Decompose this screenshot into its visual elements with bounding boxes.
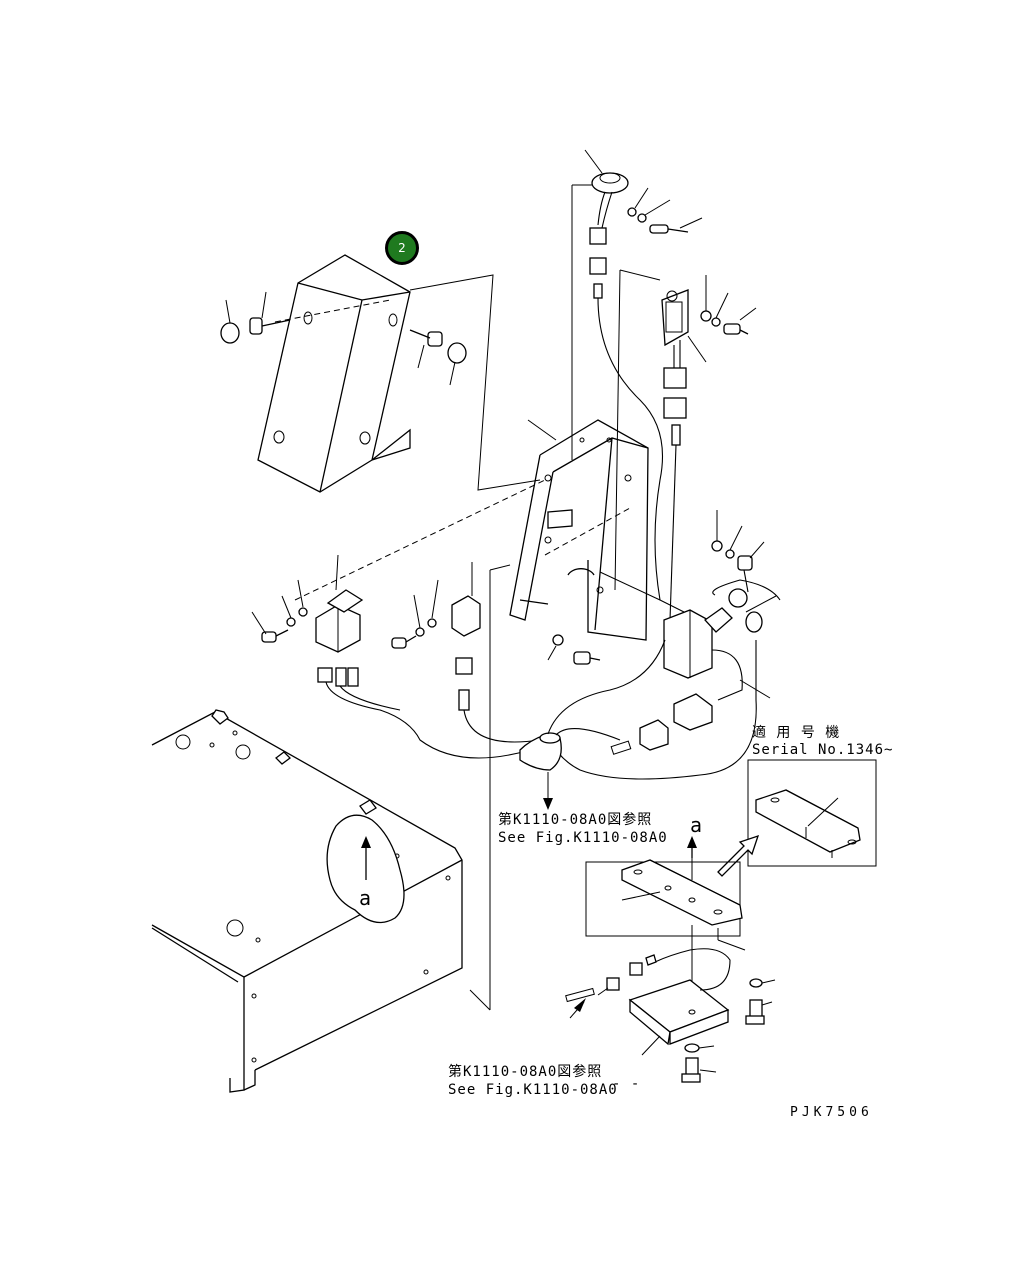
upper-relay xyxy=(661,275,757,621)
mounting-plate-view xyxy=(585,836,746,1020)
right-controller xyxy=(549,510,781,780)
cover-to-panel-leader xyxy=(409,274,541,491)
mounting-panel xyxy=(294,184,661,1011)
view-marker-floor: a xyxy=(359,886,371,910)
reference-note-2-line1: 第K1110-08A0図参照 xyxy=(448,1064,603,1080)
cover-bracket xyxy=(257,254,411,493)
floor-frame xyxy=(151,709,463,1093)
top-buzzer xyxy=(584,149,703,621)
inset-arrow xyxy=(717,834,760,877)
serial-inset-view xyxy=(747,759,877,867)
lower-switch xyxy=(565,948,776,1083)
serial-note-line2: Serial No.1346~ xyxy=(752,742,894,758)
view-marker-top: a xyxy=(690,813,702,837)
reference-note-1-line1: 第K1110-08A0図参照 xyxy=(498,812,653,828)
diagram-code: PJK7506 xyxy=(790,1105,873,1120)
reference-note-1-line2: See Fig.K1110-08A0 xyxy=(498,830,668,846)
reference-note-2-line2: See Fig.K1110-08A0 xyxy=(448,1082,618,1098)
callout-marker-2[interactable]: 2 xyxy=(385,231,419,265)
left-relays xyxy=(251,554,601,759)
serial-note-line1: 適 用 号 機 xyxy=(752,725,841,741)
cover-fasteners xyxy=(220,291,467,386)
harness-junction xyxy=(519,639,666,810)
trailing-mark: - - xyxy=(612,1076,641,1092)
